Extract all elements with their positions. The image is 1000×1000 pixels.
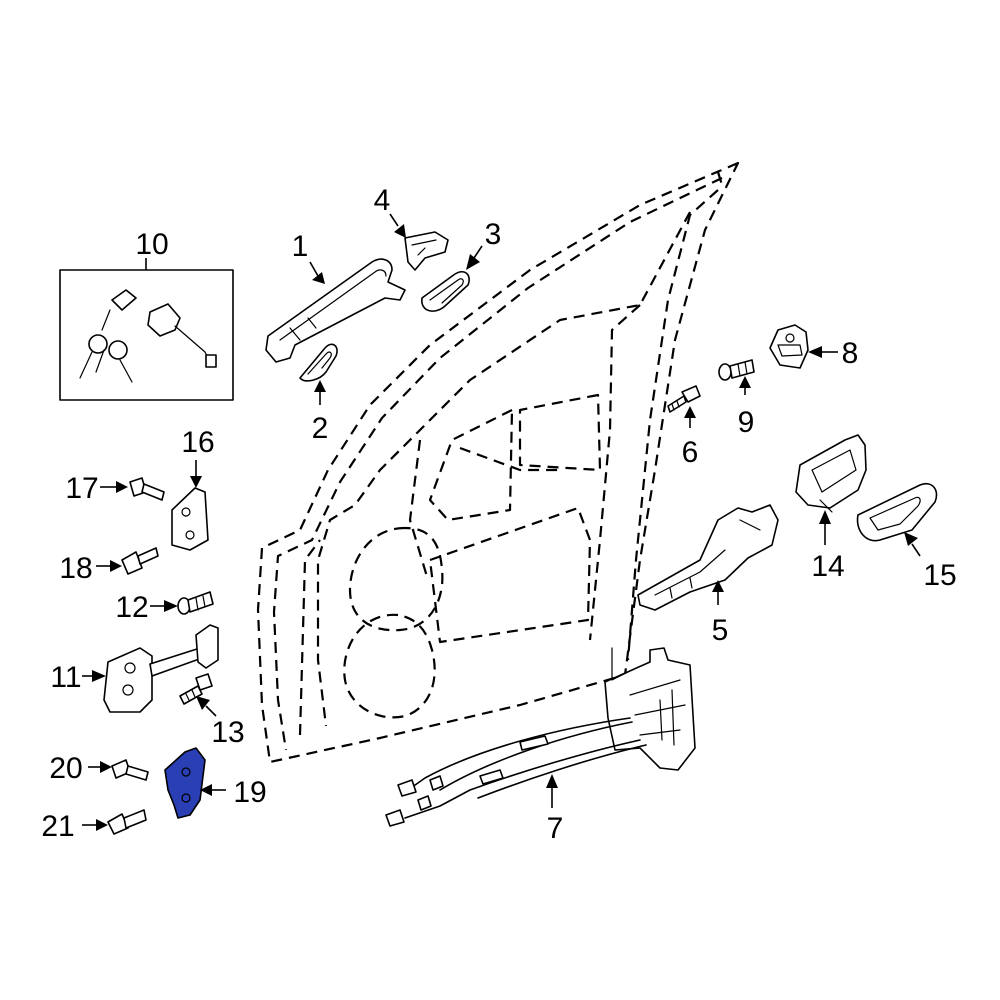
- callout-labels: 1 2 3 4 5 6 7 8 9 10 11 12 13 14 15 16 1…: [41, 184, 956, 845]
- callout-9: 9: [738, 406, 755, 439]
- inside-handle-housing: [795, 434, 867, 513]
- bolt-13: [179, 673, 213, 705]
- callout-7: 7: [547, 812, 564, 845]
- callout-21: 21: [41, 810, 74, 843]
- door-striker: [769, 324, 809, 369]
- callout-16: 16: [181, 426, 214, 459]
- handle-bezel: [299, 343, 338, 382]
- handle-cover: [421, 270, 470, 312]
- callout-2: 2: [312, 412, 329, 445]
- bolt-20: [111, 759, 149, 781]
- callout-1: 1: [292, 230, 309, 263]
- bolt-21: [107, 809, 147, 835]
- callout-10: 10: [135, 228, 168, 261]
- callout-4: 4: [374, 184, 391, 217]
- door-lock-actuator: [385, 647, 696, 827]
- lock-cylinder-kit: [59, 269, 234, 401]
- callout-17: 17: [65, 472, 98, 505]
- handle-cap: [404, 231, 449, 271]
- callout-19: 19: [233, 776, 266, 809]
- inside-handle-bracket: [637, 504, 779, 611]
- callout-15: 15: [923, 559, 956, 592]
- callout-5: 5: [712, 614, 729, 647]
- callout-11: 11: [50, 661, 81, 694]
- door-hinge-19: [164, 747, 206, 819]
- callout-18: 18: [59, 552, 92, 585]
- screw-9: [718, 359, 755, 381]
- callout-3: 3: [485, 218, 502, 251]
- bolt-12: [177, 591, 214, 615]
- bolt-18: [121, 547, 159, 575]
- callout-13: 13: [211, 716, 244, 749]
- hinge-bracket-16: [171, 487, 209, 551]
- callout-8: 8: [842, 337, 859, 370]
- bolt-17: [129, 477, 165, 501]
- callout-14: 14: [811, 550, 844, 583]
- door-check: [103, 624, 219, 713]
- outside-door-handle: [265, 258, 406, 363]
- door-shell-outline: [256, 161, 740, 764]
- callout-12: 12: [115, 591, 148, 624]
- leader-lines: [82, 213, 921, 831]
- callout-6: 6: [682, 436, 699, 469]
- bolt-6: [667, 385, 701, 413]
- callout-20: 20: [49, 752, 82, 785]
- inside-door-handle: [856, 483, 938, 542]
